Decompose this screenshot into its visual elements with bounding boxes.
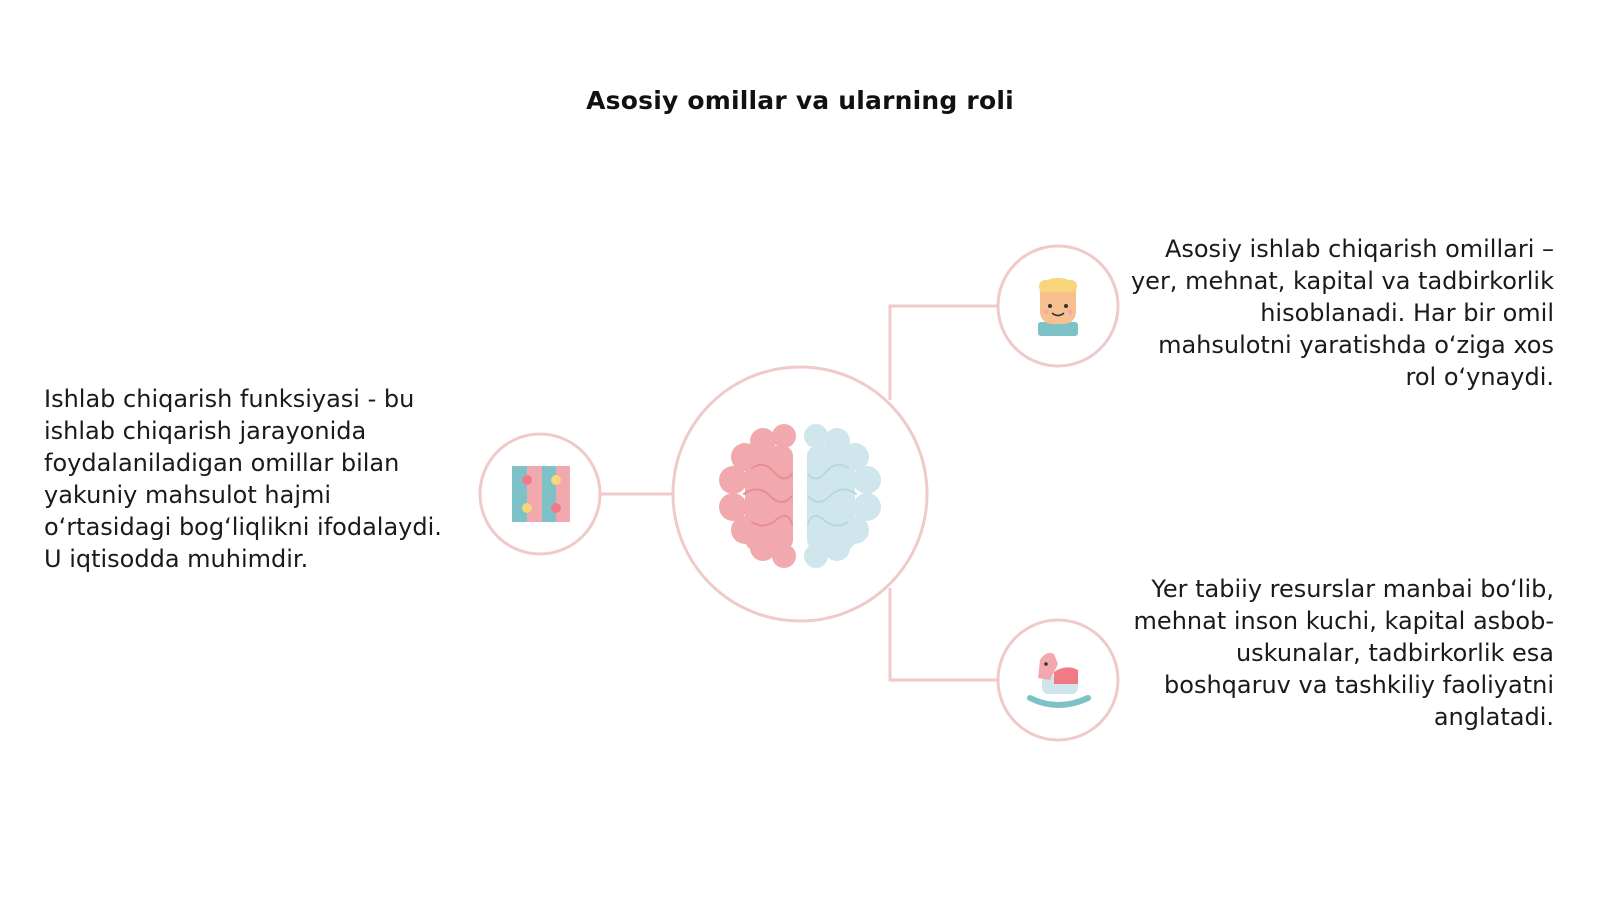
building-blocks-icon	[512, 466, 570, 522]
left-text: Ishlab chiqarish funksiyasi - bu ishlab …	[44, 385, 442, 573]
center-node	[671, 365, 929, 623]
left-node	[478, 432, 602, 556]
right-bottom-node	[996, 618, 1120, 742]
right-top-text: Asosiy ishlab chiqarish omillari – yer, …	[1130, 235, 1554, 391]
child-face-icon	[1038, 278, 1078, 336]
brain-icon	[719, 424, 881, 568]
connectors	[600, 304, 998, 682]
rocking-horse-icon	[1027, 652, 1091, 708]
right-bottom-text: Yer tabiiy resurslar manbai bo‘lib, mehn…	[1133, 575, 1554, 731]
connector-right-top	[888, 304, 998, 400]
page-title: Asosiy omillar va ularning roli	[586, 86, 1014, 115]
right-top-node	[996, 244, 1120, 368]
connector-right-bottom	[888, 588, 998, 682]
